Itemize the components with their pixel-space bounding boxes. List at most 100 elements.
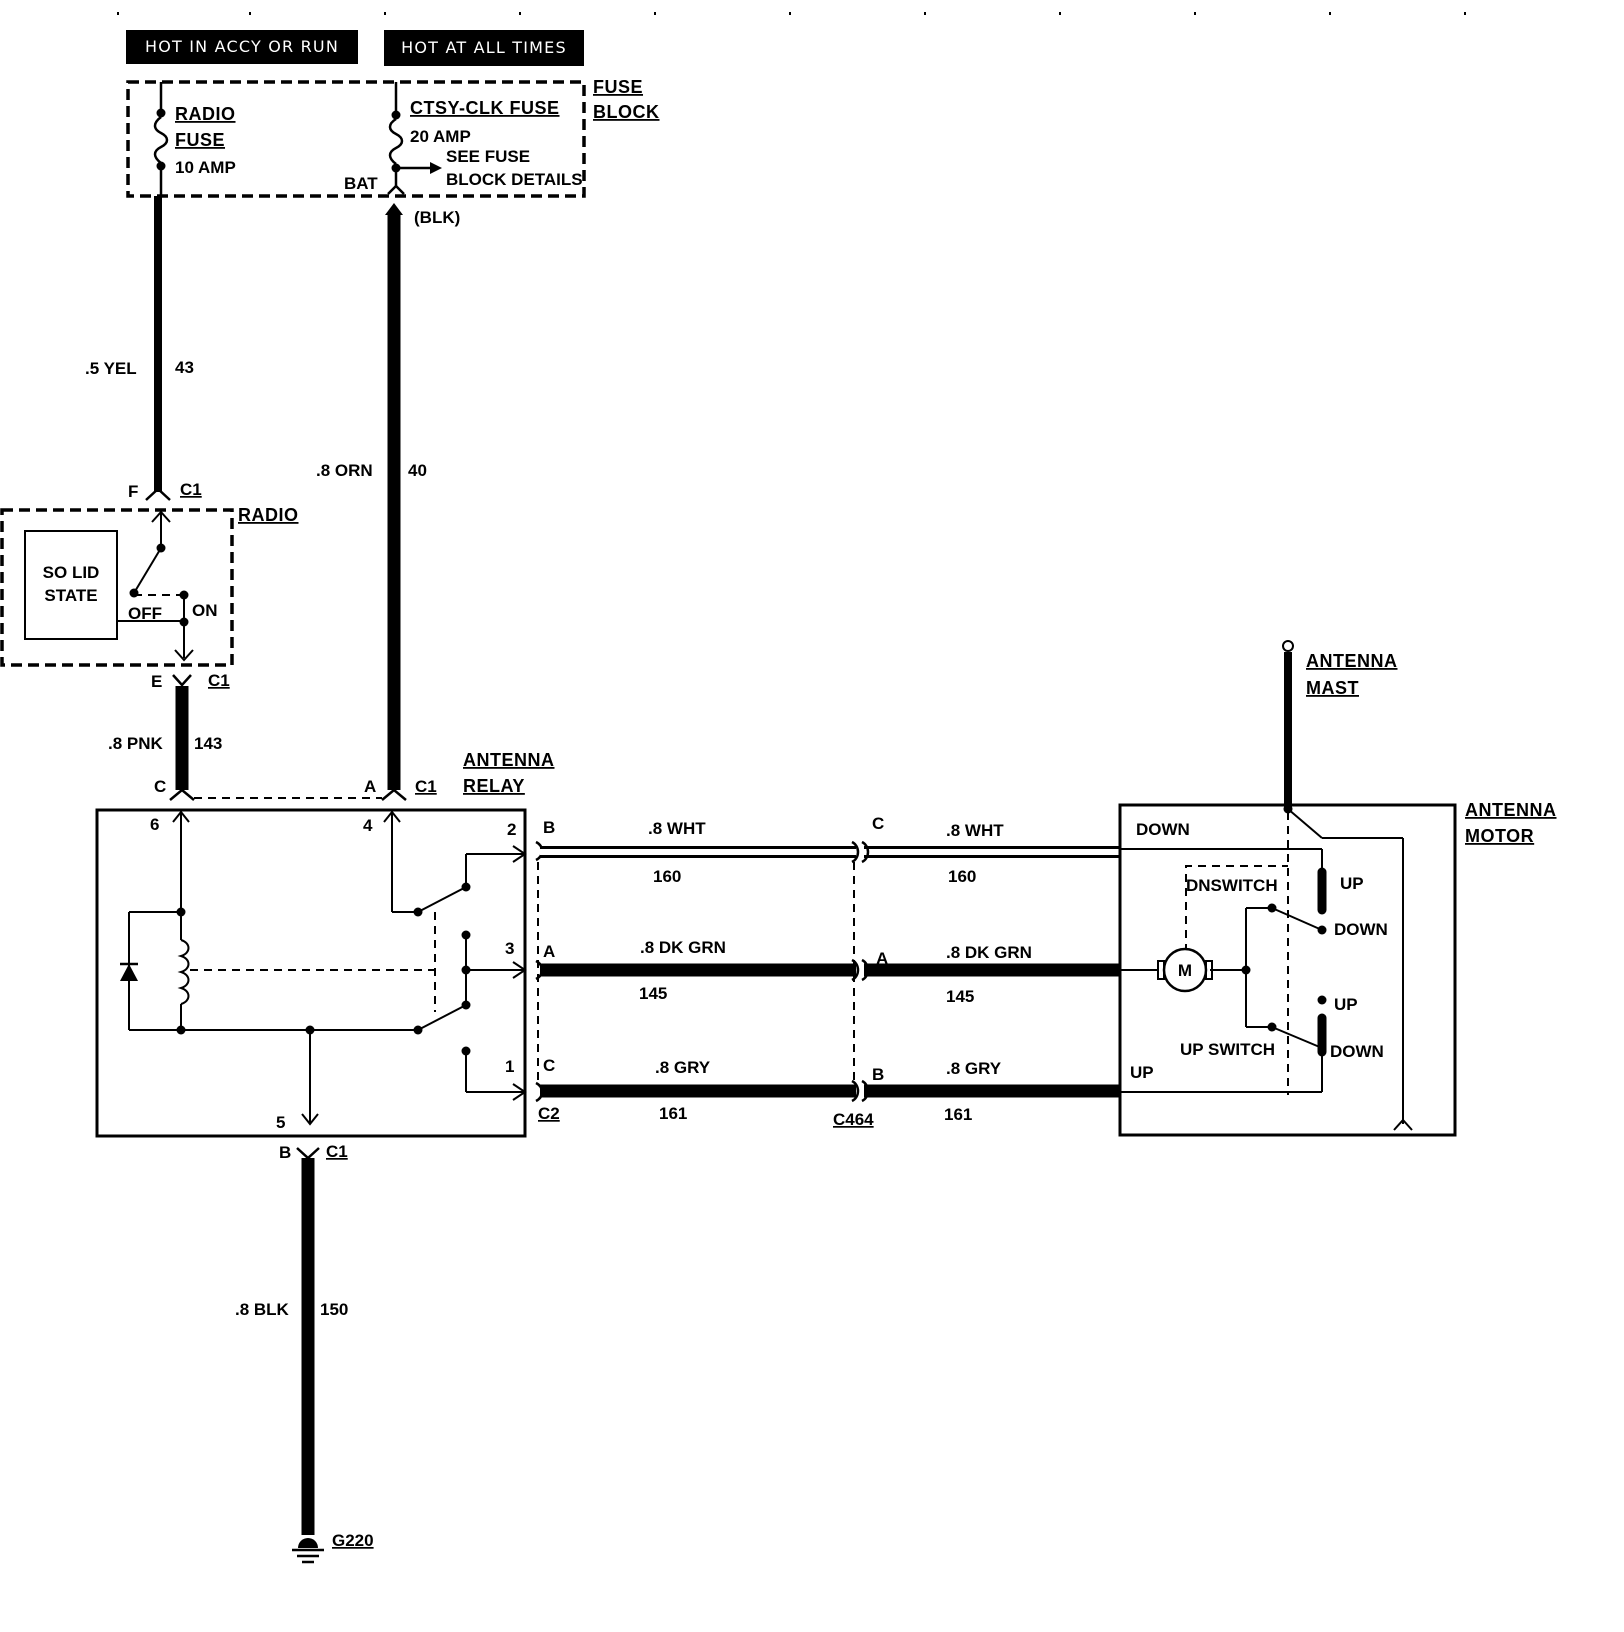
wire-grn-left-gauge: .8 DK GRN	[640, 938, 726, 957]
wire-wht-right-circuit: 160	[948, 867, 976, 886]
radio-pin-f-socket	[145, 487, 171, 501]
wire-gry-left-circuit: 161	[659, 1104, 687, 1123]
wire-gry-right-circuit: 161	[944, 1105, 972, 1124]
relay-terminal-4: 4	[363, 816, 373, 835]
wire-grn-right-circuit: 145	[946, 987, 974, 1006]
relay-terminal-5: 5	[276, 1113, 285, 1132]
radio-conn-c1-top: C1	[180, 480, 202, 499]
wire-wht-left-circuit: 160	[653, 867, 681, 886]
wire-yel-circuit: 43	[175, 358, 194, 377]
relay-pin-b-socket	[296, 1147, 320, 1160]
relay-conn-c1-bottom: C1	[326, 1142, 348, 1161]
relay-terminal-3: 3	[505, 939, 514, 958]
relay-c2-pin-c: C	[543, 1056, 555, 1075]
upswitch-label: UP SWITCH	[1180, 1040, 1275, 1059]
radio-label: RADIO	[238, 505, 299, 525]
relay-pin-a-socket	[381, 788, 407, 801]
relay-c2-pin-a: A	[543, 942, 555, 961]
c464-pin-b: B	[872, 1065, 884, 1084]
wire-wht-160	[540, 840, 1120, 864]
antenna-mast	[1282, 640, 1294, 808]
relay-label-2: RELAY	[463, 776, 525, 796]
wire-orn-gauge: .8 ORN	[316, 461, 373, 480]
sw1-down-label: DOWN	[1334, 920, 1388, 939]
ground-label: G220	[332, 1531, 374, 1550]
bat-label: BAT	[344, 174, 378, 193]
antenna-mast-label-1: ANTENNA	[1306, 651, 1398, 671]
wire-gry-161	[540, 1079, 1120, 1103]
sw2-up-label: UP	[1334, 995, 1358, 1014]
c464-pin-a: A	[876, 949, 888, 968]
top-tick-marks	[117, 12, 1466, 15]
wire-dk-grn-145	[540, 958, 1120, 982]
wire-grn-right-gauge: .8 DK GRN	[946, 943, 1032, 962]
banner-hot-all-times-text: HOT AT ALL TIMES	[401, 38, 567, 57]
radio-pin-f: F	[128, 482, 138, 501]
wire-blk-gauge: .8 BLK	[235, 1300, 290, 1319]
antenna-mast-label-2: MAST	[1306, 678, 1359, 698]
bat-pin-arrow	[385, 203, 403, 215]
motor-up-label: UP	[1130, 1063, 1154, 1082]
antenna-motor-label-1: ANTENNA	[1465, 800, 1557, 820]
solid-state-box	[24, 530, 118, 640]
relay-pin-c: C	[154, 777, 166, 796]
motor-m-label: M	[1178, 961, 1192, 980]
radio-conn-c1-bottom: C1	[208, 671, 230, 690]
c464-label: C464	[833, 1110, 874, 1129]
wire-pnk-gauge: .8 PNK	[108, 734, 164, 753]
wire-wht-right-gauge: .8 WHT	[946, 821, 1004, 840]
radio-fuse-label-2: FUSE	[175, 130, 225, 150]
wire-pnk-circuit: 143	[194, 734, 222, 753]
relay-terminal-1: 1	[505, 1057, 514, 1076]
motor-internal-circuit	[1120, 804, 1413, 1131]
radio-pin-e: E	[151, 672, 162, 691]
banner-hot-accy-run-text: HOT IN ACCY OR RUN	[145, 37, 339, 56]
ctsy-clk-fuse-rating: 20 AMP	[410, 127, 471, 146]
radio-fuse-label-1: RADIO	[175, 104, 236, 124]
radio-fuse-rating: 10 AMP	[175, 158, 236, 177]
antenna-relay-box	[95, 808, 527, 1138]
sw1-up-label: UP	[1340, 874, 1364, 893]
radio-off-label: OFF	[128, 604, 162, 623]
banner-hot-all-times: HOT AT ALL TIMES	[384, 30, 584, 66]
radio-fuse	[153, 82, 169, 196]
see-fuse-text-1: SEE FUSE	[446, 147, 530, 166]
fuse-block-label-1: FUSE	[593, 77, 643, 97]
sw2-down-label: DOWN	[1330, 1042, 1384, 1061]
dnswitch-label: DNSWITCH	[1186, 876, 1278, 895]
radio-outline	[0, 508, 234, 667]
relay-c2-pin-b: B	[543, 818, 555, 837]
motor-down-label: DOWN	[1136, 820, 1190, 839]
relay-terminal-6: 6	[150, 815, 159, 834]
solid-state-label-1: SO LID	[43, 563, 100, 582]
wire-blk-label: (BLK)	[414, 208, 460, 227]
banner-hot-accy-run: HOT IN ACCY OR RUN	[126, 30, 358, 64]
fuse-block-label-2: BLOCK	[593, 102, 660, 122]
radio-pin-e-socket	[172, 674, 192, 687]
antenna-motor-label-2: MOTOR	[1465, 826, 1534, 846]
ground-icon	[292, 1538, 324, 1564]
radio-on-label: ON	[192, 601, 218, 620]
ctsy-clk-fuse	[387, 82, 442, 195]
wire-grn-left-circuit: 145	[639, 984, 667, 1003]
relay-conn-c1: C1	[415, 777, 437, 796]
relay-label-1: ANTENNA	[463, 750, 555, 770]
wire-orn-circuit: 40	[408, 461, 427, 480]
wire-yel-gauge: .5 YEL	[85, 359, 137, 378]
relay-conn-c2: C2	[538, 1104, 560, 1123]
relay-terminal-2: 2	[507, 820, 516, 839]
solid-state-label-2: STATE	[44, 586, 97, 605]
wire-gry-left-gauge: .8 GRY	[655, 1058, 711, 1077]
relay-pin-b: B	[279, 1143, 291, 1162]
relay-pin-a: A	[364, 777, 376, 796]
relay-internal-circuit	[120, 810, 527, 1126]
wire-wht-left-gauge: .8 WHT	[648, 819, 706, 838]
wire-blk-circuit: 150	[320, 1300, 348, 1319]
fuse-block-outline	[126, 80, 586, 198]
radio-switch	[117, 510, 194, 662]
relay-pin-c-socket	[169, 788, 195, 801]
see-fuse-text-2: BLOCK DETAILS	[446, 170, 583, 189]
wire-gry-right-gauge: .8 GRY	[946, 1059, 1002, 1078]
c464-pin-c: C	[872, 814, 884, 833]
